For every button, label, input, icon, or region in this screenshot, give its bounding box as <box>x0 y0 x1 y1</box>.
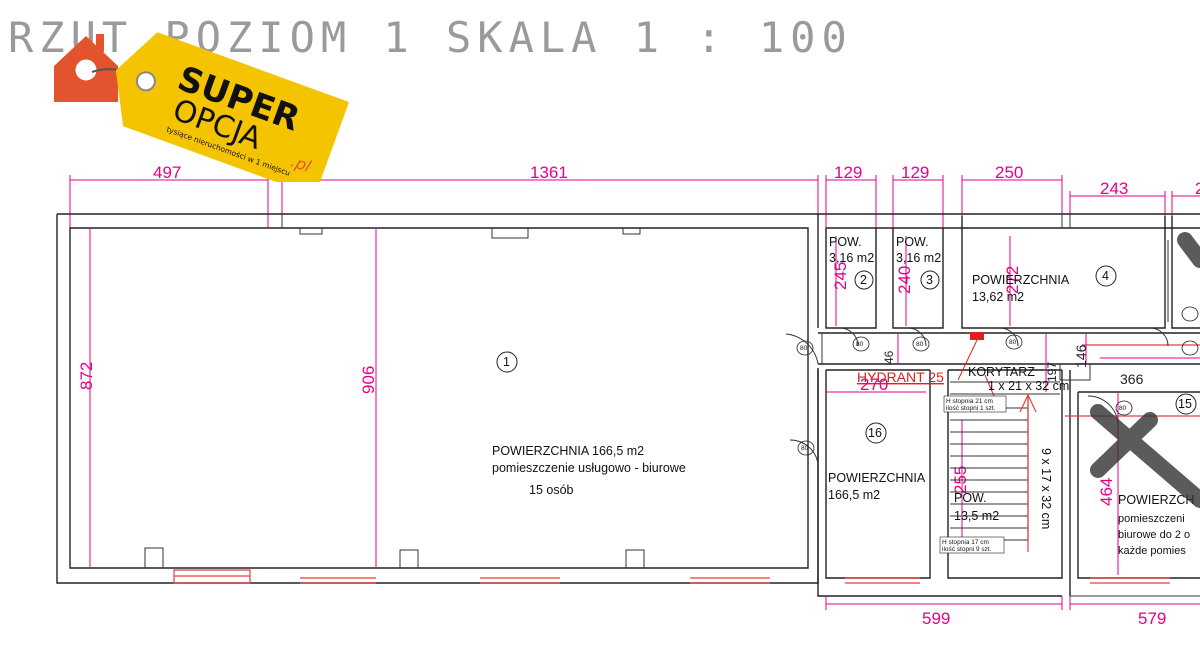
doors: 80 80 80 80 80 80 <box>785 306 1199 465</box>
room-4-title: POWIERZCHNIA <box>972 273 1070 287</box>
watermark-cross <box>1090 232 1200 508</box>
room-15-line-3: biurowe do 2 o <box>1118 529 1190 541</box>
room-15-line-1: POWIERZCH <box>1118 493 1194 507</box>
stair-note-top-2: ilość stopni 1 szt. <box>946 405 996 412</box>
stair-label-side: 9 x 17 x 32 cm <box>1039 448 1053 529</box>
dim-1361: 1361 <box>530 163 568 182</box>
dim-197: 197 <box>1045 362 1059 382</box>
dim-579: 579 <box>1138 609 1166 628</box>
dim-146: 146 <box>1073 344 1089 368</box>
dim-872: 872 <box>77 362 96 390</box>
room-2-title: POW. <box>829 235 862 249</box>
room-4-area: 13,62 m2 <box>972 290 1024 304</box>
dim-906: 906 <box>359 366 378 394</box>
door-tag-label: 80 <box>916 341 924 348</box>
door-tag <box>796 306 1199 456</box>
dim-240: 240 <box>895 266 914 294</box>
stair-note-bottom-2: ilość stopni 9 szt. <box>942 546 992 553</box>
dim-599: 599 <box>922 609 950 628</box>
dim-46: 46 <box>882 350 896 364</box>
door-tag-label: 80 <box>856 341 864 348</box>
room-1-use: pomieszczenie usługowo - biurowe <box>492 461 686 475</box>
dim-250: 250 <box>995 163 1023 182</box>
dim-272: 272 <box>1003 266 1022 294</box>
room-16-title: POWIERZCHNIA <box>828 471 926 485</box>
door-tag-label: 80 <box>801 445 809 452</box>
room-15-line-4: każde pomies <box>1118 545 1186 557</box>
dim-270: 270 <box>860 375 888 394</box>
walls <box>56 213 1200 597</box>
room-15-line-2: pomieszczeni <box>1118 513 1185 525</box>
room-number: 16 <box>868 426 882 440</box>
dim-245: 245 <box>831 262 850 290</box>
dim-129b: 129 <box>901 163 929 182</box>
room-number: 3 <box>926 273 933 287</box>
dim-464: 464 <box>1097 478 1116 506</box>
price-tag-shape <box>115 32 350 182</box>
door-tag-label: 80 <box>1119 405 1127 412</box>
room-number: 1 <box>503 355 510 369</box>
dim-129a: 129 <box>834 163 862 182</box>
side-dimensions: 872 906 245 240 272 46 197 146 366 270 4… <box>77 228 1200 628</box>
dim-243: 243 <box>1100 179 1128 198</box>
door-tag-label: 80 <box>1009 339 1017 346</box>
room-1-area: POWIERZCHNIA 166,5 m2 <box>492 444 644 458</box>
dim-2: 2 <box>1195 179 1200 198</box>
room-number: 4 <box>1102 269 1109 283</box>
stair-note-bottom-1: H stopnia 17 cm <box>942 539 989 546</box>
stair-note-top-1: H stopnia 21 cm <box>946 398 993 405</box>
staircase: H stopnia 21 cm ilość stopni 1 szt. H st… <box>939 379 1069 554</box>
dim-497: 497 <box>153 163 181 182</box>
top-dimensions: 497 1361 129 129 250 243 2 <box>69 163 1200 230</box>
room-2-area: 3,16 m2 <box>829 251 874 265</box>
room-16-area: 166,5 m2 <box>828 488 880 502</box>
door-tag-label: 80 <box>800 345 808 352</box>
corridor-label: KORYTARZ <box>968 365 1035 379</box>
hydrant-label: HYDRANT 25 <box>857 369 944 385</box>
stair-pow-area: 13,5 m2 <box>954 509 999 523</box>
dim-366: 366 <box>1120 371 1144 387</box>
hydrant-marker <box>970 332 984 340</box>
superopcja-logo: SUPER OPCJA tysiące nieruchomości w 1 mi… <box>54 32 350 182</box>
hydrant-pointer <box>957 339 978 381</box>
room-number: 15 <box>1178 397 1192 411</box>
room-3-area: 3,16 m2 <box>896 251 941 265</box>
room-labels: 1 POWIERZCHNIA 166,5 m2 pomieszczenie us… <box>492 235 1197 557</box>
stair-pow-label: POW. <box>954 491 987 505</box>
room-1-people: 15 osób <box>529 483 574 497</box>
room-number: 2 <box>860 273 867 287</box>
room-3-title: POW. <box>896 235 929 249</box>
stair-label-top: 1 x 21 x 32 cm <box>988 379 1069 393</box>
